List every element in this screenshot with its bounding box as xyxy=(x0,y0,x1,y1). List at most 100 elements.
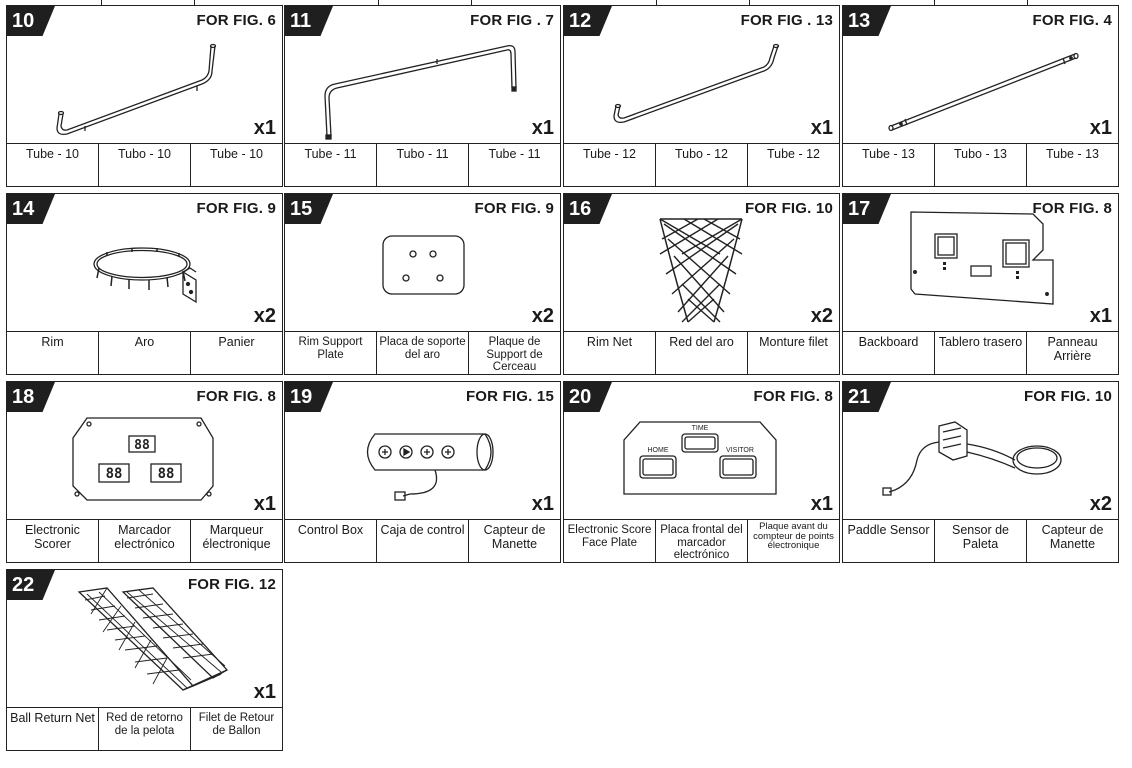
figure-reference: FOR FIG. 4 xyxy=(1032,12,1112,29)
top-strip xyxy=(6,0,1126,6)
part-number: 11 xyxy=(285,6,333,36)
name-french: Capteur de Manette xyxy=(1041,523,1104,551)
name-spanish: Placa de soporte del aro xyxy=(377,332,469,374)
name-french: Tube - 12 xyxy=(766,147,821,161)
part-card-16: 16 FOR FIG. 10 x2 Rim Net Red del aro Mo… xyxy=(563,193,840,375)
name-english: Backboard xyxy=(843,332,935,374)
quantity: x1 xyxy=(253,117,276,139)
name-english: Control Box xyxy=(285,520,377,562)
name-spanish: Tubo - 11 xyxy=(377,144,469,186)
quantity: x1 xyxy=(253,493,276,515)
name-french: Plaque avant du compteur de points élect… xyxy=(753,521,834,551)
name-french: Plaque de Support de Cerceau xyxy=(486,336,543,374)
quantity: x2 xyxy=(1089,493,1112,515)
quantity: x1 xyxy=(810,493,833,515)
quantity: x1 xyxy=(810,117,833,139)
name-french: Panier xyxy=(218,335,255,349)
part-card-14: 14 FOR FIG. 9 x2 Rim Aro Panier xyxy=(6,193,283,375)
figure-reference: FOR FIG. 8 xyxy=(753,388,833,405)
part-card-17: 17 FOR FIG. 8 x1 Backboard Tablero trase… xyxy=(842,193,1119,375)
backboard-icon xyxy=(910,211,1054,305)
part-card-13: 13 FOR FIG. 4 x1 Tube - 13 Tubo - 13 Tub… xyxy=(842,5,1119,187)
part-card-10: 10 FOR FIG. 6 x1 Tube - 10 Tubo - 10 Tub… xyxy=(6,5,283,187)
tube-13-icon xyxy=(888,52,1079,132)
part-card-21: 21 FOR FIG. 10 x2 Paddle Sensor Sensor d… xyxy=(842,381,1119,563)
part-card-15: 15 FOR FIG. 9 x2 Rim Support Plate Placa… xyxy=(284,193,561,375)
figure-reference: FOR FIG. 10 xyxy=(1023,388,1112,405)
name-spanish: Tubo - 10 xyxy=(99,144,191,186)
name-french: Tube - 11 xyxy=(488,147,541,161)
figure-reference: FOR FIG . 7 xyxy=(470,12,554,29)
name-spanish: Sensor de Paleta xyxy=(935,520,1027,562)
scorer-digits-left: 88 xyxy=(106,466,123,482)
name-spanish: Red del aro xyxy=(656,332,748,374)
name-french: Marqueur électronique xyxy=(202,523,271,551)
name-english: Tube - 12 xyxy=(564,144,656,186)
paddle-sensor-icon xyxy=(882,421,1062,496)
electronic-scorer-icon: 88 88 88 xyxy=(72,417,214,501)
name-spanish: Caja de control xyxy=(377,520,469,562)
name-spanish: Tablero trasero xyxy=(935,332,1027,374)
part-number: 12 xyxy=(564,6,612,36)
name-english: Electronic Scorer xyxy=(7,520,99,562)
quantity: x2 xyxy=(531,305,554,327)
name-english: Electronic Score Face Plate xyxy=(564,520,656,562)
figure-reference: FOR FIG. 12 xyxy=(187,576,276,593)
name-english: Rim Support Plate xyxy=(285,332,377,374)
quantity: x2 xyxy=(810,305,833,327)
name-french: Tube - 13 xyxy=(1045,147,1100,161)
part-card-20: 20 FOR FIG. 8 TIME HOME VISITOR x1 Elect… xyxy=(563,381,840,563)
quantity: x1 xyxy=(1089,305,1112,327)
tube-12-icon xyxy=(613,43,780,124)
part-card-18: 18 FOR FIG. 8 88 88 88 x1 Electronic Sco… xyxy=(6,381,283,563)
name-spanish: Tubo - 12 xyxy=(656,144,748,186)
name-french: Tube - 10 xyxy=(209,147,264,161)
part-number: 14 xyxy=(7,194,55,224)
quantity: x2 xyxy=(253,305,276,327)
name-french: Capteur de Manette xyxy=(483,523,546,551)
quantity: x1 xyxy=(1089,117,1112,139)
name-spanish: Red de retorno de la pelota xyxy=(99,708,191,750)
rim-support-plate-icon xyxy=(382,235,465,295)
scorer-digits-top: 88 xyxy=(134,438,150,453)
name-spanish: Aro xyxy=(99,332,191,374)
name-spanish: Tubo - 13 xyxy=(935,144,1027,186)
name-english: Rim Net xyxy=(564,332,656,374)
figure-reference: FOR FIG. 6 xyxy=(196,12,276,29)
quantity: x1 xyxy=(531,493,554,515)
figure-reference: FOR FIG. 15 xyxy=(465,388,554,405)
control-box-icon xyxy=(366,433,494,501)
name-french: Monture filet xyxy=(759,335,828,349)
name-french: Filet de Retour de Ballon xyxy=(198,712,275,737)
figure-reference: FOR FIG. 9 xyxy=(196,200,276,217)
home-label: HOME xyxy=(648,447,669,454)
part-card-22: 22 FOR FIG. 12 x1 Ball Return Net Red de… xyxy=(6,569,283,751)
name-english: Rim xyxy=(7,332,99,374)
name-spanish: Marcador electrónico xyxy=(99,520,191,562)
time-label: TIME xyxy=(692,425,709,432)
name-french: Panneau Arrière xyxy=(1047,335,1098,363)
figure-reference: FOR FIG. 10 xyxy=(744,200,833,217)
tube-10-icon xyxy=(56,43,217,136)
name-english: Paddle Sensor xyxy=(843,520,935,562)
rim-net-icon xyxy=(659,218,743,323)
name-english: Ball Return Net xyxy=(7,708,99,750)
rim-icon xyxy=(93,247,197,304)
name-english: Tube - 13 xyxy=(843,144,935,186)
scorer-digits-right: 88 xyxy=(158,466,175,482)
figure-reference: FOR FIG. 9 xyxy=(474,200,554,217)
part-card-12: 12 FOR FIG . 13 x1 Tube - 12 Tubo - 12 T… xyxy=(563,5,840,187)
ball-return-net-icon xyxy=(77,587,229,691)
part-card-11: 11 FOR FIG . 7 x1 Tube - 11 Tubo - 11 Tu… xyxy=(284,5,561,187)
quantity: x1 xyxy=(253,681,276,703)
visitor-label: VISITOR xyxy=(726,447,754,454)
name-spanish: Placa frontal del marcador electrónico xyxy=(656,520,748,562)
figure-reference: FOR FIG. 8 xyxy=(196,388,276,405)
tube-11-icon xyxy=(324,44,517,140)
name-english: Tube - 10 xyxy=(7,144,99,186)
figure-reference: FOR FIG. 8 xyxy=(1032,200,1112,217)
score-face-plate-icon: TIME HOME VISITOR xyxy=(623,421,777,495)
figure-reference: FOR FIG . 13 xyxy=(740,12,833,29)
quantity: x1 xyxy=(531,117,554,139)
name-english: Tube - 11 xyxy=(285,144,377,186)
